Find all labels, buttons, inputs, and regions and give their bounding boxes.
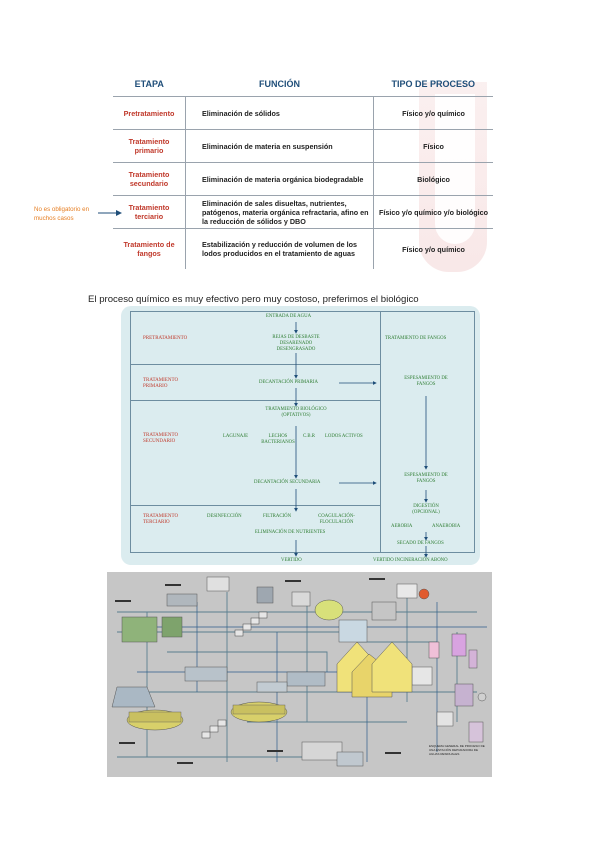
label-filtracion: FILTRACIÓN	[263, 514, 292, 519]
label-lechos: LECHOS BACTERIANOS	[261, 434, 295, 445]
diagram-divider	[130, 364, 380, 365]
cell-etapa: Tratamiento secundario	[113, 162, 186, 196]
treatment-stages-table-image: ETAPA FUNCIÓN TIPO DE PROCESO Pretratami…	[113, 72, 493, 282]
label-secado: SECADO DE FANGOS	[397, 541, 444, 546]
label-espesamiento-1: ESPESAMIENTO DE FANGOS	[404, 376, 448, 387]
diagram-frame	[130, 311, 475, 553]
cell-funcion: Estabilización y reducción de volumen de…	[185, 228, 374, 269]
stage-secundario: TRATAMIENTO SECUNDARIO	[143, 433, 179, 444]
cell-etapa: Pretratamiento	[113, 96, 186, 130]
plant-legend-text: ESQUEMA GENERAL DE PROCESO DE UNA ESTACI…	[429, 744, 485, 756]
label-tratamiento-biologico: TRATAMIENTO BIOLÓGICO (OPTATIVOS)	[265, 407, 327, 418]
treatment-plant-illustration: ESQUEMA GENERAL DE PROCESO DE UNA ESTACI…	[107, 572, 492, 777]
label-espesamiento-2: ESPESAMIENTO DE FANGOS	[404, 473, 448, 484]
diagram-divider	[130, 505, 380, 506]
stage-pretratamiento: PRETRATAMIENTO	[143, 336, 188, 341]
side-note: No es obligatorio en muchos casos	[34, 206, 90, 222]
cell-tipo: Biológico	[373, 162, 493, 196]
label-cbr: C.B.R	[303, 434, 315, 439]
label-anaerobia: ANAEROBIA	[432, 524, 461, 529]
label-lodos-activos: LODOS ACTIVOS	[325, 434, 363, 439]
cell-tipo: Físico y/o químico	[373, 96, 493, 130]
cell-tipo: Físico	[373, 129, 493, 163]
table-row: Tratamiento de fangos Estabilización y r…	[113, 228, 493, 269]
cell-tipo: Físico y/o químico	[373, 228, 493, 269]
label-vertido: VERTIDO	[281, 558, 302, 563]
label-destino: VERTIDO INCINERACIÓN ABONO	[373, 558, 448, 563]
cell-funcion: Eliminación de sales disueltas, nutrient…	[185, 195, 374, 229]
stage-primario: TRATAMIENTO PRIMARIO	[143, 378, 179, 389]
diagram-arrows	[294, 322, 428, 558]
table-header-row: ETAPA FUNCIÓN TIPO DE PROCESO	[113, 72, 493, 97]
cell-tipo: Físico y/o químico y/o biológico	[373, 195, 493, 229]
cell-etapa: Tratamiento de fangos	[113, 228, 186, 269]
treatment-stages-table: ETAPA FUNCIÓN TIPO DE PROCESO Pretratami…	[113, 72, 493, 269]
label-decantacion-primaria: DECANTACIÓN PRIMARIA	[259, 380, 318, 385]
table-row: Tratamiento primario Eliminación de mate…	[113, 129, 493, 163]
label-tratamiento-fangos: TRATAMIENTO DE FANGOS	[385, 336, 447, 341]
diagram-divider	[130, 400, 380, 401]
table-row: Pretratamiento Eliminación de sólidos Fí…	[113, 96, 493, 130]
label-lagunaje: LAGUNAJE	[223, 434, 249, 439]
label-digestion: DIGESTIÓN (OPCIONAL)	[412, 504, 440, 515]
label-decantacion-secundaria: DECANTACIÓN SECUNDARIA	[254, 480, 321, 485]
cell-funcion: Eliminación de materia en suspensión	[185, 129, 374, 163]
treatment-flow-diagram: ENTRADA DE AGUA PRETRATAMIENTO TRATAMIEN…	[121, 306, 480, 565]
plant-schematic	[111, 576, 487, 767]
side-note-arrow-icon	[98, 210, 122, 216]
label-rejas: REJAS DE DESBASTE DESARENADO DESENGRASAD…	[272, 335, 320, 352]
caption-text: El proceso químico es muy efectivo pero …	[88, 294, 419, 305]
table-row: Tratamiento secundario Eliminación de ma…	[113, 162, 493, 196]
label-entrada: ENTRADA DE AGUA	[266, 314, 312, 319]
diagram-divider	[380, 311, 381, 552]
header-tipo: TIPO DE PROCESO	[391, 79, 475, 89]
label-coagulacion: COAGULACIÓN-FLOCULACIÓN	[318, 514, 355, 525]
header-funcion: FUNCIÓN	[259, 79, 300, 89]
label-aerobia: AEROBIA	[391, 524, 413, 529]
cell-etapa: Tratamiento primario	[113, 129, 186, 163]
cell-etapa: Tratamiento terciario	[113, 195, 186, 229]
label-desinfeccion: DESINFECCIÓN	[207, 514, 242, 519]
table-row: Tratamiento terciario Eliminación de sal…	[113, 195, 493, 229]
label-nutrientes: ELIMINACIÓN DE NUTRIENTES	[255, 530, 326, 535]
header-etapa: ETAPA	[134, 79, 164, 89]
cell-funcion: Eliminación de materia orgánica biodegra…	[185, 162, 374, 196]
stage-terciario: TRATAMIENTO TERCIARIO	[143, 514, 179, 525]
cell-funcion: Eliminación de sólidos	[185, 96, 374, 130]
